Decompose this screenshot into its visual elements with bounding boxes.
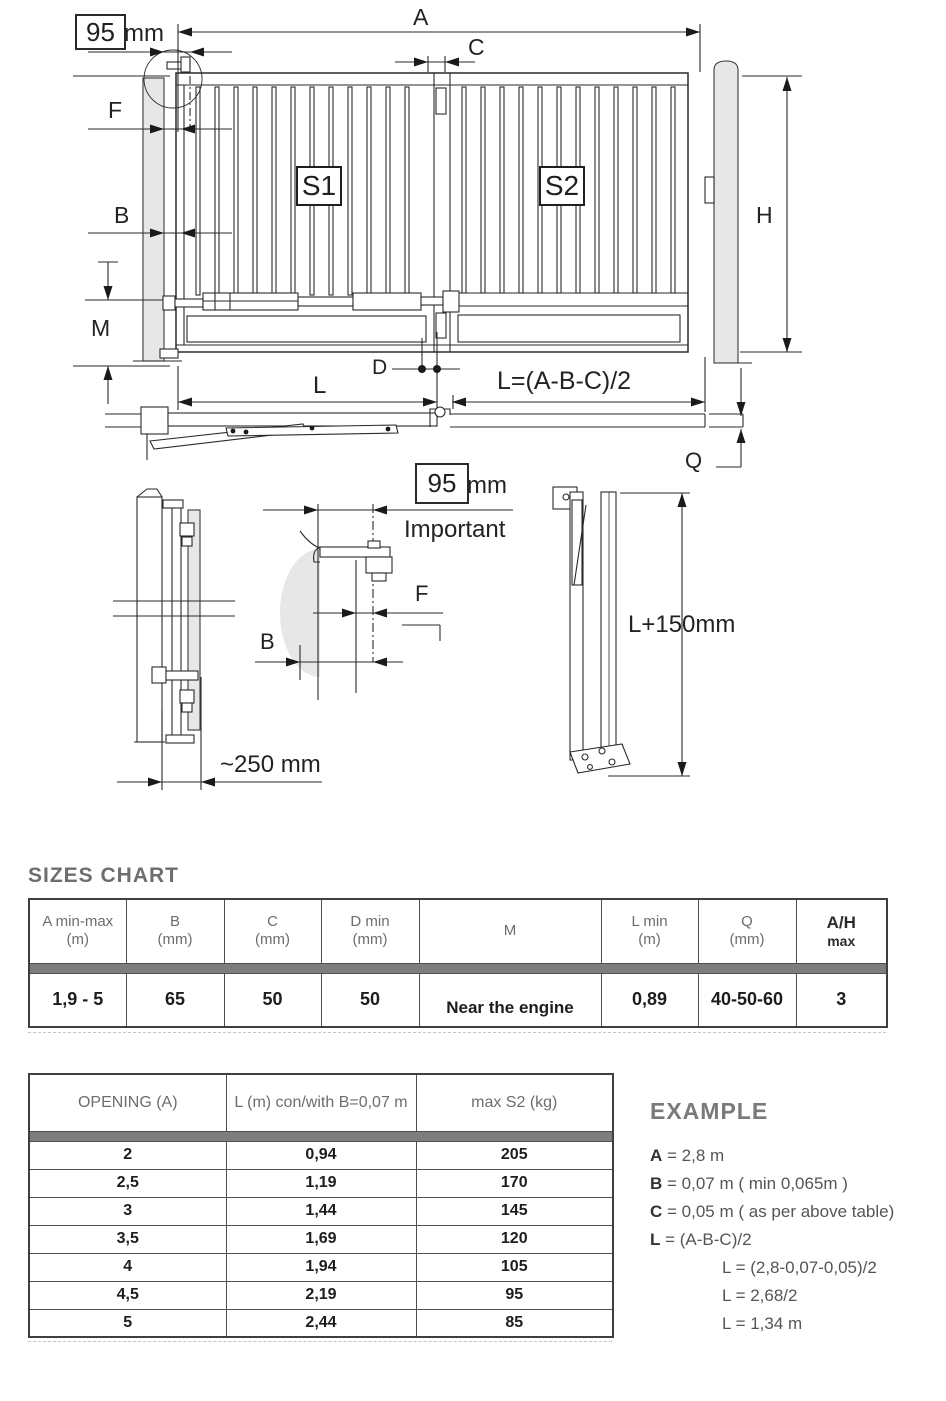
table-row: 3,5 1,69 120: [28, 1224, 614, 1254]
table-row: 5 2,44 85: [28, 1308, 614, 1338]
example-line: C = 0,05 m ( as per above table): [650, 1202, 895, 1221]
gate-installation-drawing: [73, 24, 802, 790]
example-line: L = (A-B-C)/2: [650, 1230, 752, 1249]
actuator-plan-view: [105, 395, 744, 460]
table-row: 2,5 1,19 170: [28, 1168, 614, 1198]
sizes-chart-value-row: 1,9 - 5 65 50 50 Near the engine 0,89 40…: [28, 972, 888, 1028]
val-l-min: 0,89: [600, 972, 699, 1028]
gate-frame: [175, 72, 689, 353]
val-d-min: 50: [320, 972, 420, 1028]
col-l-with-b: L (m) con/with B=0,07 m: [225, 1073, 417, 1132]
example-line: A = 2,8 m: [650, 1146, 725, 1165]
detail-view-bracket: [255, 504, 513, 700]
detail-dim-f-label: F: [415, 581, 429, 606]
arm-length-label: L+150mm: [628, 611, 736, 638]
val-b: 65: [125, 972, 225, 1028]
sizes-chart-table: A min-max(m) B(mm) C(mm) D min(mm) M L m…: [28, 898, 888, 1028]
dim-h-label: H: [756, 202, 773, 228]
offset-95-unit-top: mm: [124, 20, 164, 47]
example-line: L = (2,8-0,07-0,05)/2: [722, 1258, 877, 1277]
col-a-minmax: A min-max(m): [28, 898, 127, 964]
dim-l-label: L: [313, 372, 327, 399]
val-c: 50: [223, 972, 322, 1028]
sizes-chart-title: SIZES CHART: [28, 864, 180, 887]
dim-d-label: D: [372, 356, 388, 379]
dim-q-label: Q: [685, 448, 703, 473]
divider-dashed-1: [28, 1032, 886, 1033]
col-max-s2: max S2 (kg): [415, 1073, 614, 1132]
example-line: B = 0,07 m ( min 0,065m ): [650, 1174, 848, 1193]
dim-c-label: C: [468, 34, 485, 60]
actuator-front-view: [162, 290, 460, 313]
col-b: B(mm): [125, 898, 225, 964]
val-m: Near the engine: [418, 972, 602, 1028]
example-title: EXAMPLE: [650, 1098, 769, 1124]
col-d-min: D min(mm): [320, 898, 420, 964]
opening-table: OPENING (A) L (m) con/with B=0,07 m max …: [28, 1073, 614, 1338]
hinge-detail-circle: [143, 49, 203, 109]
header-separator-bar: [29, 962, 887, 974]
dim-a-label: A: [413, 4, 429, 30]
left-pillar: [142, 77, 165, 362]
table-row: 2 0,94 205: [28, 1140, 614, 1170]
col-l-min: L min(m): [600, 898, 699, 964]
detail-dim-b-label: B: [260, 629, 275, 654]
sizes-chart-header-row: A min-max(m) B(mm) C(mm) D min(mm) M L m…: [28, 898, 888, 964]
opening-table-header-row: OPENING (A) L (m) con/with B=0,07 m max …: [28, 1073, 614, 1132]
col-c: C(mm): [223, 898, 322, 964]
col-opening-a: OPENING (A): [28, 1073, 227, 1132]
table-row: 3 1,44 145: [28, 1196, 614, 1226]
example-line: L = 2,68/2: [722, 1286, 798, 1305]
table-row: 4 1,94 105: [28, 1252, 614, 1282]
col-m: M: [418, 898, 602, 964]
post-distance-label: ~250 mm: [220, 751, 321, 778]
important-note: Important: [404, 516, 506, 543]
offset-95-box-top: 95: [75, 14, 126, 50]
offset-95-box-detail: 95: [415, 463, 469, 504]
open-gate-view: [552, 486, 690, 777]
val-q: 40-50-60: [697, 972, 797, 1028]
divider-dashed-2: [28, 1341, 612, 1342]
dim-f-label: F: [108, 97, 123, 123]
table-row: 4,5 2,19 95: [28, 1280, 614, 1310]
dim-m-label: M: [91, 315, 111, 341]
dim-l-formula-label: L=(A-B-C)/2: [497, 367, 632, 395]
offset-95-unit-detail: mm: [467, 472, 507, 499]
val-ah-max: 3: [795, 972, 888, 1028]
leaf-s2-label: S2: [539, 166, 585, 206]
dimension-arrowheads: [103, 27, 792, 787]
val-a-minmax: 1,9 - 5: [28, 972, 127, 1028]
side-view-closed: [113, 488, 322, 790]
dim-b-label: B: [114, 202, 130, 228]
example-block: EXAMPLE A = 2,8 m B = 0,07 m ( min 0,065…: [650, 1098, 946, 1343]
header-separator-bar-2: [29, 1130, 613, 1142]
col-q: Q(mm): [697, 898, 797, 964]
right-pillar: [713, 60, 739, 364]
leaf-s1-label: S1: [296, 166, 342, 206]
example-line: L = 1,34 m: [722, 1314, 803, 1333]
